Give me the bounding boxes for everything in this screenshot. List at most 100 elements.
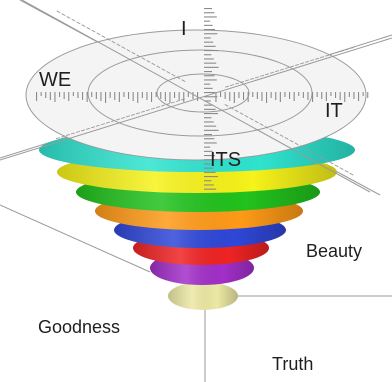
- axis-tick: [91, 92, 92, 97]
- axis-tick: [204, 54, 211, 55]
- axis-tick: [204, 142, 217, 143]
- axis-tick: [340, 92, 341, 100]
- axis-tick: [317, 92, 318, 97]
- axis-tick: [204, 147, 210, 148]
- axis-tick: [54, 92, 55, 102]
- axis-tick: [204, 92, 215, 93]
- axis-tick: [133, 92, 134, 101]
- axis-tick: [321, 92, 322, 99]
- axis-tick: [64, 92, 65, 99]
- axis-tick: [294, 92, 295, 101]
- axis-tick: [114, 92, 115, 100]
- axis-tick: [204, 184, 214, 185]
- axis-tick: [204, 88, 213, 89]
- axis-tick: [275, 92, 276, 100]
- axis-tick: [330, 92, 331, 96]
- axis-tick: [280, 92, 281, 102]
- axis-tick: [349, 92, 350, 97]
- axis-tick: [204, 29, 215, 30]
- axis-tick: [91, 30, 95, 33]
- axis-tick: [225, 92, 226, 99]
- axis-tick: [204, 21, 210, 22]
- axis-tick: [36, 92, 37, 101]
- label-beauty: Beauty: [306, 241, 362, 261]
- axis-tick: [66, 16, 70, 19]
- axis-tick: [234, 92, 235, 103]
- axis-tick: [128, 92, 129, 99]
- axis-tick: [204, 37, 211, 38]
- axis-tick: [142, 92, 143, 98]
- axis-tick: [204, 42, 213, 43]
- axis-tick: [367, 92, 368, 98]
- axis-tick: [363, 92, 364, 96]
- axis-tick: [174, 92, 175, 98]
- axis-tick: [137, 92, 138, 103]
- axis-tick: [204, 134, 212, 135]
- axis-tick: [358, 92, 359, 101]
- axis-tick: [86, 27, 90, 30]
- axis-tick: [61, 13, 65, 16]
- axis-tick: [204, 63, 216, 64]
- axis-tick: [204, 16, 217, 17]
- quadrant-label-i: I: [181, 18, 187, 40]
- axis-tick: [345, 170, 349, 173]
- axis-tick: [330, 162, 334, 165]
- axis-tick: [179, 92, 180, 100]
- axis-tick: [56, 11, 60, 14]
- axis-tick: [82, 92, 83, 100]
- axis-tick: [204, 79, 217, 80]
- axis-tick: [45, 92, 46, 98]
- axis-tick: [204, 58, 214, 59]
- axis-tick: [192, 92, 193, 99]
- axis-tick: [257, 92, 258, 99]
- label-truth: Truth: [272, 354, 313, 374]
- axis-tick: [307, 92, 308, 100]
- axis-tick: [169, 92, 170, 103]
- axis-tick: [183, 92, 184, 102]
- axis-tick: [284, 92, 285, 97]
- axis-tick: [344, 92, 345, 102]
- label-goodness: Goodness: [38, 317, 120, 337]
- quadrant-label-it: IT: [325, 100, 343, 122]
- axis-tick: [71, 19, 75, 22]
- axis-tick: [119, 92, 120, 102]
- axis-tick: [204, 75, 214, 76]
- axis-tick: [335, 92, 336, 98]
- axis-tick: [204, 130, 219, 131]
- cone-band-shading: [168, 282, 238, 310]
- axis-tick: [204, 71, 212, 72]
- axis-tick: [110, 92, 111, 98]
- outer-ring: [26, 30, 366, 160]
- axis-tick: [73, 92, 74, 96]
- axis-tick: [312, 92, 313, 102]
- axis-tick: [56, 137, 60, 139]
- axis-tick: [204, 126, 216, 127]
- quadrant-disk: [26, 30, 366, 160]
- axis-tick: [105, 92, 106, 103]
- quadrant-label-we: WE: [39, 69, 71, 91]
- axis-tick: [204, 138, 214, 139]
- axis-tick: [289, 92, 290, 99]
- axis-tick: [204, 180, 211, 181]
- axis-tick: [76, 22, 80, 25]
- axis-tick: [96, 33, 100, 36]
- axis-tick: [59, 92, 60, 97]
- axis-tick: [204, 109, 216, 110]
- axis-tick: [252, 92, 253, 97]
- axis-tick: [204, 8, 212, 9]
- axis-tick: [204, 121, 214, 122]
- axis-tick: [123, 92, 124, 97]
- axis-tick: [204, 117, 211, 118]
- axis-tick: [146, 92, 147, 100]
- axis-tick: [353, 92, 354, 99]
- axis-tick: [204, 12, 214, 13]
- axis-tick: [50, 92, 51, 100]
- axis-tick: [96, 92, 97, 99]
- axis-tick: [41, 92, 42, 96]
- axis-tick: [68, 92, 69, 101]
- axis-tick: [340, 167, 344, 170]
- axis-tick: [303, 92, 304, 98]
- axis-tick: [151, 92, 152, 102]
- axis-tick: [165, 92, 166, 101]
